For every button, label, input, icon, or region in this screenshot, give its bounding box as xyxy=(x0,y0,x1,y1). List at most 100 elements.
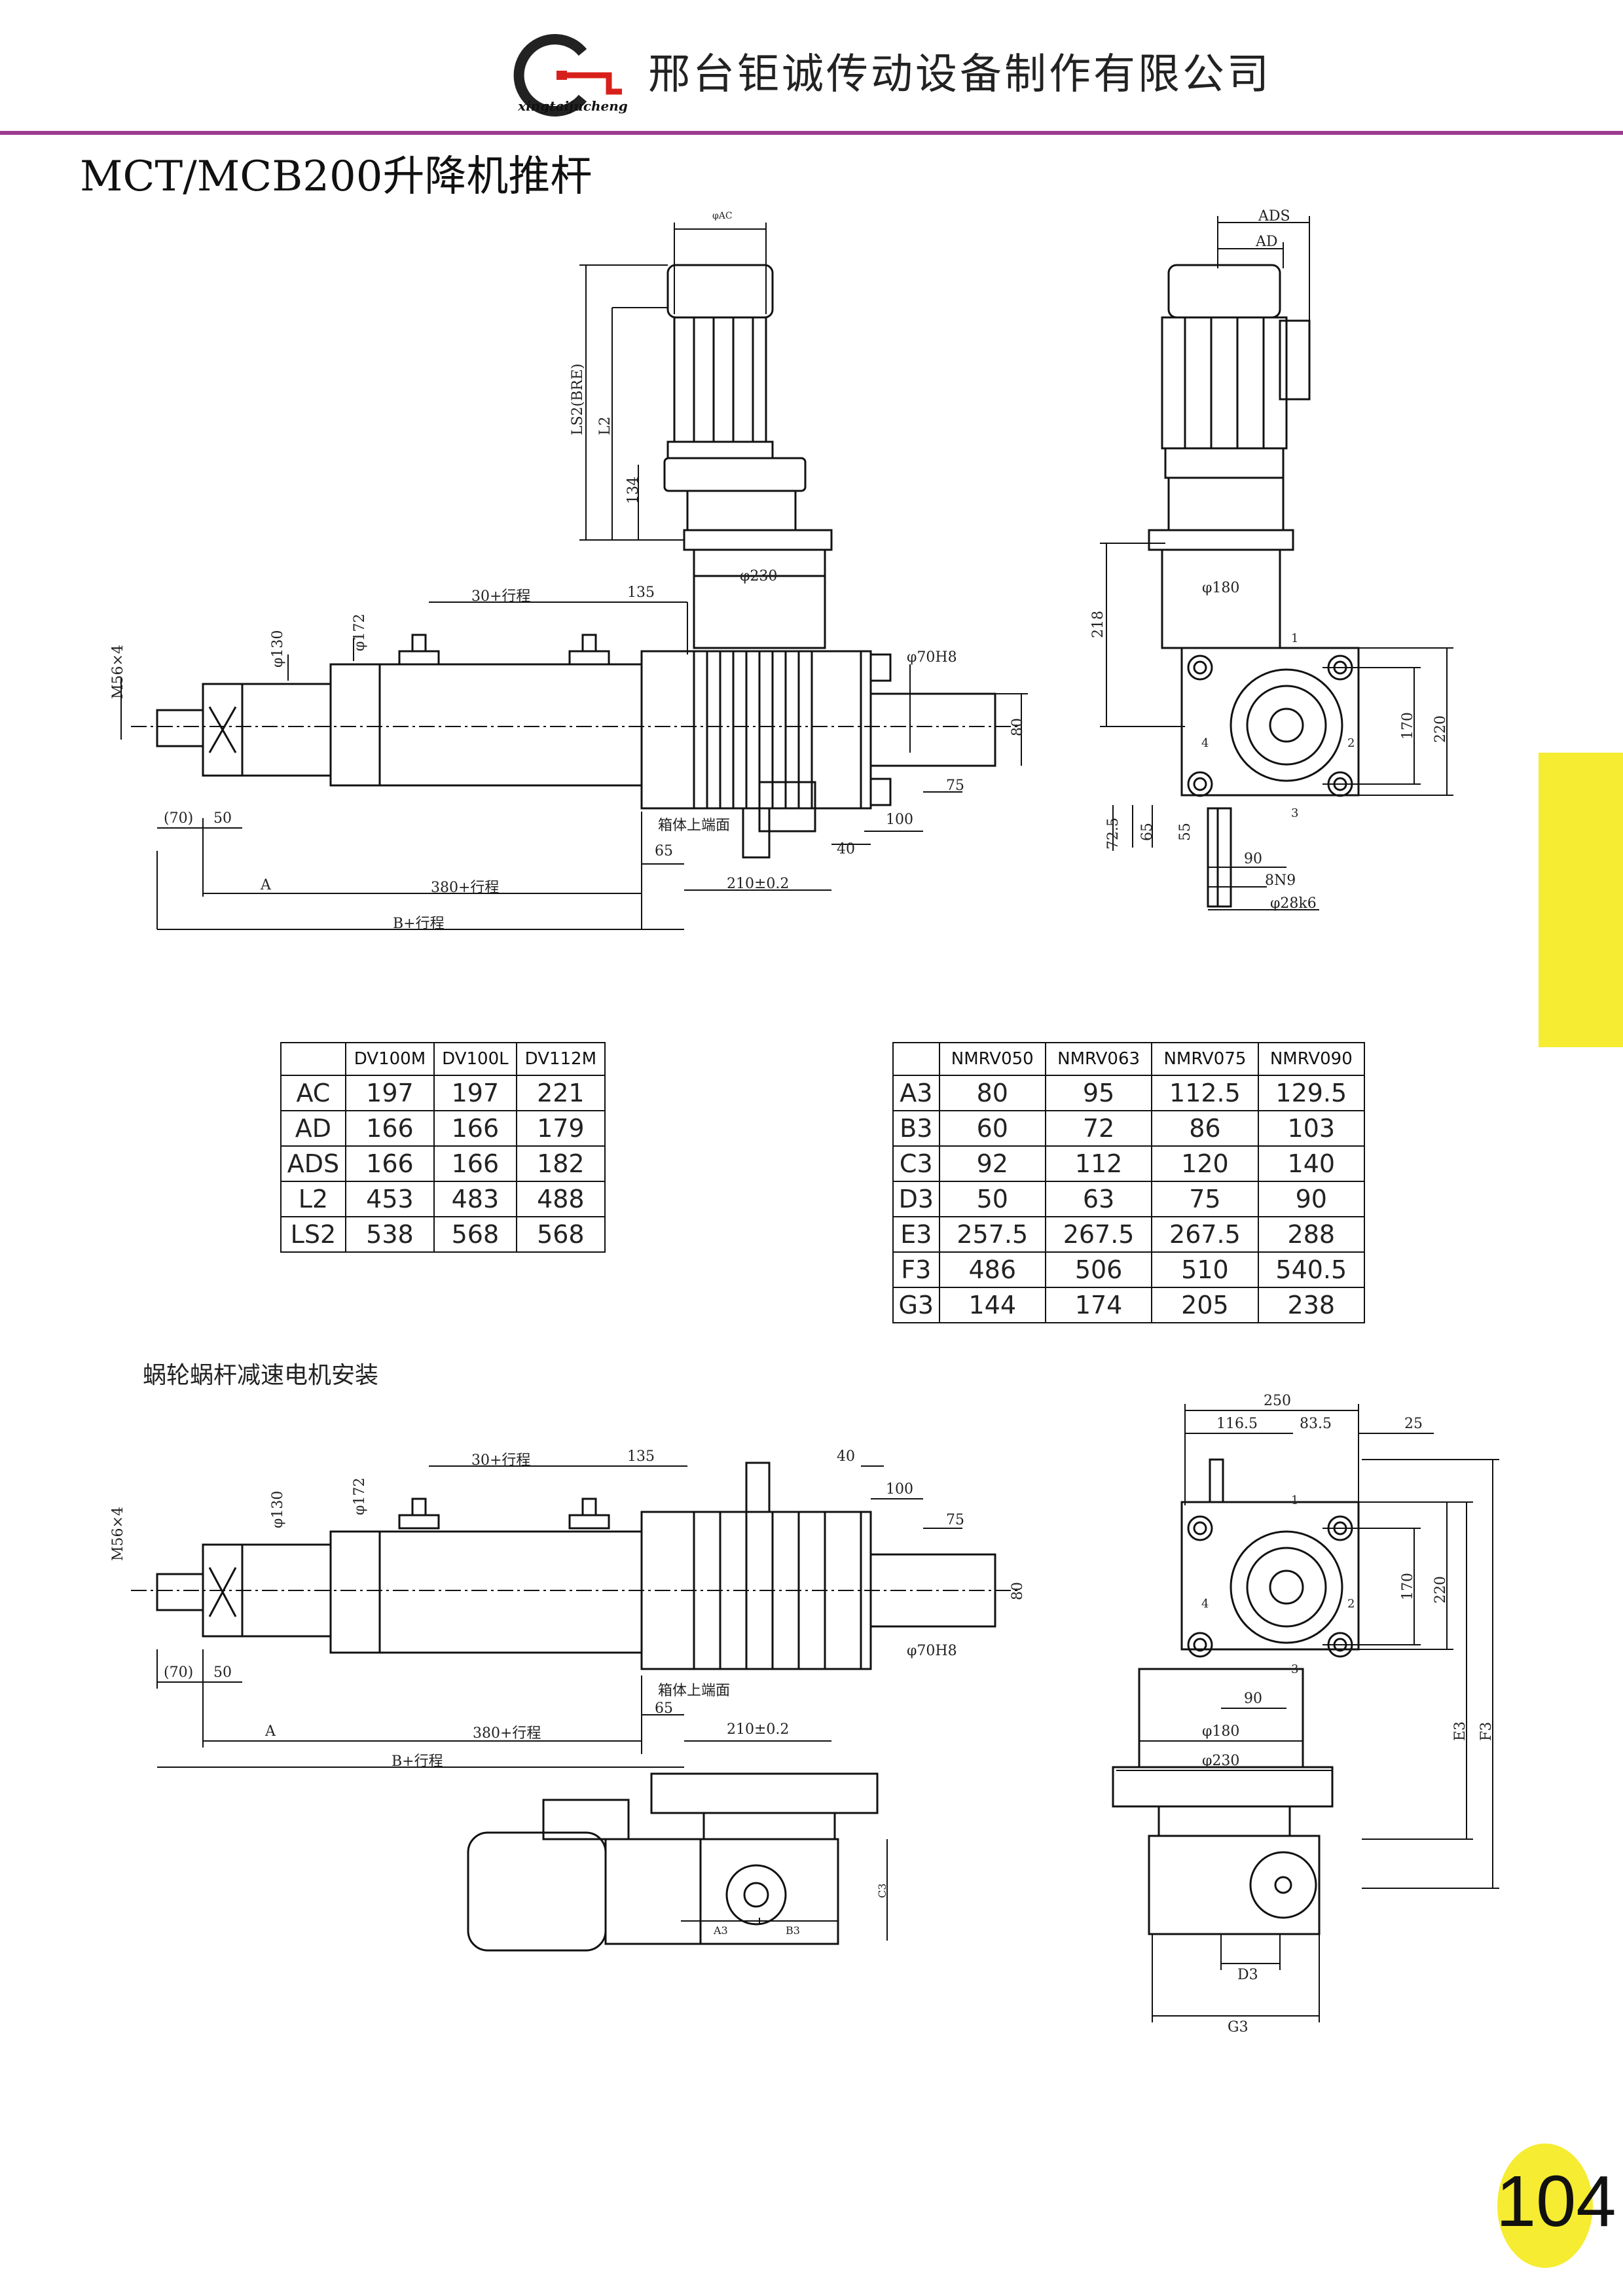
table-header-cell: DV100M xyxy=(344,1042,435,1076)
table-cell: 267.5 xyxy=(1044,1216,1153,1253)
dim-label: 2 xyxy=(1347,736,1355,750)
table-header-cell xyxy=(280,1042,346,1076)
table-cell: AD xyxy=(280,1110,346,1147)
logo-subtext: xingtaijucheng xyxy=(518,98,628,114)
dim-label: φ130 xyxy=(270,630,286,668)
dim-label: 1 xyxy=(1291,1494,1299,1507)
table-cell: 166 xyxy=(433,1145,517,1182)
table-cell: 267.5 xyxy=(1151,1216,1259,1253)
dim-label: 210±0.2 xyxy=(727,1721,790,1738)
table-row: B3 60 72 86 103 xyxy=(892,1110,1366,1147)
motor-dimension-table: DV100M DV100L DV112M AC 197 197 221 AD 1… xyxy=(280,1042,606,1253)
table-cell: 568 xyxy=(433,1216,517,1253)
table-cell: 205 xyxy=(1151,1287,1259,1323)
side-view-bottom xyxy=(1112,1458,1360,1935)
table-row: AC 197 197 221 xyxy=(280,1075,606,1111)
dim-label: φ70H8 xyxy=(907,649,957,666)
table-header-cell: NMRV090 xyxy=(1257,1042,1366,1076)
dim-label: 50 xyxy=(213,810,232,827)
dim-label: 25 xyxy=(1404,1416,1423,1432)
dim-label: φ130 xyxy=(270,1490,286,1528)
table-cell: 166 xyxy=(344,1110,435,1147)
table-cell: C3 xyxy=(892,1145,940,1182)
dim-label: φ180 xyxy=(1202,1723,1240,1740)
dim-label: AD xyxy=(1256,234,1278,250)
dim-label: 80 xyxy=(1010,718,1026,736)
section-label: 蜗轮蜗杆减速电机安装 xyxy=(143,1362,379,1389)
dim-label: A3 xyxy=(714,1924,728,1937)
table-cell: 510 xyxy=(1151,1251,1259,1288)
table-cell: 540.5 xyxy=(1257,1251,1366,1288)
table-cell: 60 xyxy=(938,1110,1046,1147)
table-cell: E3 xyxy=(892,1216,940,1253)
dim-label: φ230 xyxy=(740,568,778,584)
dim-label: D3 xyxy=(1237,1967,1258,1983)
dim-label: 2 xyxy=(1347,1597,1355,1611)
bottom-dims xyxy=(156,1465,962,1941)
page-number-badge xyxy=(1497,2144,1593,2268)
dim-label: 380+行程 xyxy=(473,1725,541,1742)
side-view-top-dims xyxy=(1100,216,1453,910)
table-header-cell: DV100L xyxy=(433,1042,517,1076)
table-cell: D3 xyxy=(892,1181,940,1217)
dim-label: φ180 xyxy=(1202,580,1240,596)
page-number: 104 xyxy=(1496,2161,1616,2242)
table-cell: 63 xyxy=(1044,1181,1153,1217)
table-cell: 486 xyxy=(938,1251,1046,1288)
table-row: AD 166 166 179 xyxy=(280,1110,606,1147)
table-header-cell: NMRV063 xyxy=(1044,1042,1153,1076)
dim-label: 30+行程 xyxy=(471,1452,531,1469)
table-cell: 197 xyxy=(344,1075,435,1111)
dim-label: 65 xyxy=(655,1700,673,1717)
table-cell: 166 xyxy=(344,1145,435,1182)
dim-label: 4 xyxy=(1201,736,1209,750)
dim-label: 55 xyxy=(1177,823,1194,841)
table-cell: 144 xyxy=(938,1287,1046,1323)
top-actuator xyxy=(131,634,1021,859)
table-cell: 238 xyxy=(1257,1287,1366,1323)
table-cell: 166 xyxy=(433,1110,517,1147)
table-row: ADS 166 166 182 xyxy=(280,1145,606,1182)
dim-label: 40 xyxy=(837,1448,855,1465)
dim-label: φAC xyxy=(712,211,733,221)
dim-label: 100 xyxy=(886,1481,913,1498)
table-cell: 483 xyxy=(433,1181,517,1217)
dim-label: 65 xyxy=(655,843,673,859)
dim-label: 170 xyxy=(1400,712,1416,740)
dim-label: 90 xyxy=(1244,1691,1262,1707)
table-cell: G3 xyxy=(892,1287,940,1323)
dim-label: 75 xyxy=(946,778,964,794)
table-row: A3 80 95 112.5 129.5 xyxy=(892,1075,1366,1111)
dim-label: 4 xyxy=(1201,1597,1209,1611)
dim-label: φ230 xyxy=(1202,1753,1240,1769)
table-cell: 221 xyxy=(515,1075,606,1111)
dim-label: (70) xyxy=(164,1664,194,1681)
bottom-actuator xyxy=(131,1462,1021,1952)
table-header-cell xyxy=(892,1042,940,1076)
table-cell: 50 xyxy=(938,1181,1046,1217)
table-cell: LS2 xyxy=(280,1216,346,1253)
reducer-dimension-table: NMRV050 NMRV063 NMRV075 NMRV090 A3 80 95… xyxy=(892,1042,1366,1323)
table-cell: 120 xyxy=(1151,1145,1259,1182)
table-cell: 182 xyxy=(515,1145,606,1182)
dim-label: 218 xyxy=(1090,611,1106,638)
dim-label: G3 xyxy=(1228,2019,1249,2036)
table-row: L2 453 483 488 xyxy=(280,1181,606,1217)
table-cell: 112 xyxy=(1044,1145,1153,1182)
page-title: MCT/MCB200升降机推杆 xyxy=(80,152,593,201)
section-tab xyxy=(1539,753,1623,1047)
dim-label: 65 xyxy=(1139,823,1156,841)
table-header-cell: NMRV050 xyxy=(938,1042,1046,1076)
dim-label: ADS xyxy=(1258,208,1290,224)
dim-label: 72.5 xyxy=(1105,817,1122,850)
table-cell: 179 xyxy=(515,1110,606,1147)
dim-label: E3 xyxy=(1452,1721,1468,1741)
table-cell: L2 xyxy=(280,1181,346,1217)
table-cell: AC xyxy=(280,1075,346,1111)
table-cell: 112.5 xyxy=(1151,1075,1259,1111)
dim-label: 40 xyxy=(837,841,855,857)
table-cell: 95 xyxy=(1044,1075,1153,1111)
table-cell: ADS xyxy=(280,1145,346,1182)
dim-label: 210±0.2 xyxy=(727,876,790,892)
